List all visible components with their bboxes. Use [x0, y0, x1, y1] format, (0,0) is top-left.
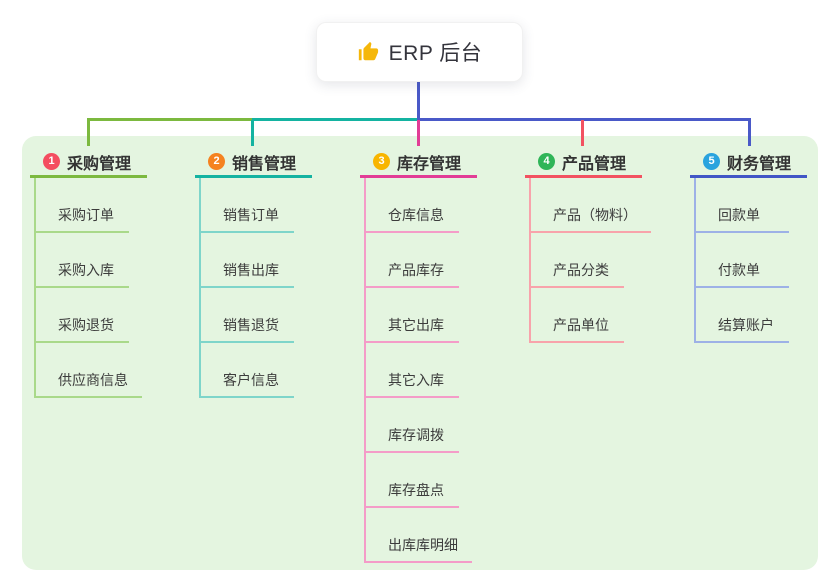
child-node[interactable]: 销售订单 — [199, 178, 294, 233]
branch-5: 5 财务管理回款单付款单结算账户 — [690, 148, 807, 343]
bus-line-segment-1 — [87, 118, 253, 121]
child-node-label: 产品单位 — [553, 317, 609, 333]
branch-node-label: 财务管理 — [727, 155, 792, 173]
child-node[interactable]: 采购订单 — [34, 178, 129, 233]
branch-node-label: 采购管理 — [67, 155, 132, 173]
child-node[interactable]: 回款单 — [694, 178, 789, 233]
branch-node[interactable]: 5 财务管理 — [690, 148, 807, 178]
child-node-label: 产品库存 — [388, 262, 444, 278]
child-node-label: 其它入库 — [388, 372, 444, 388]
thumbs-up-icon — [358, 41, 378, 61]
branch-children: 销售订单销售出库销售退货客户信息 — [199, 178, 312, 398]
child-node-label: 付款单 — [718, 262, 760, 278]
child-node-label: 销售退货 — [223, 317, 279, 333]
branch-2: 2 销售管理销售订单销售出库销售退货客户信息 — [195, 148, 312, 398]
child-node-label: 销售订单 — [223, 207, 279, 223]
branch-vertical-connector-line — [529, 178, 531, 343]
branch-drop-line-4 — [581, 120, 584, 146]
child-node-label: 供应商信息 — [58, 372, 128, 388]
branch-node[interactable]: 1 采购管理 — [30, 148, 147, 178]
root-node[interactable]: ERP 后台 — [316, 22, 523, 82]
child-node-label: 其它出库 — [388, 317, 444, 333]
branch-vertical-connector-line — [34, 178, 36, 398]
bus-line-segment-2 — [252, 118, 418, 121]
child-node-label: 客户信息 — [223, 372, 279, 388]
bus-line-segment-3 — [417, 118, 751, 121]
branch-children: 仓库信息产品库存其它出库其它入库库存调拨库存盘点出库库明细 — [364, 178, 477, 563]
branch-drop-line-3 — [417, 120, 420, 146]
child-node-label: 销售出库 — [223, 262, 279, 278]
branch-1: 1 采购管理采购订单采购入库采购退货供应商信息 — [30, 148, 147, 398]
root-node-label: ERP 后台 — [388, 42, 483, 65]
child-node-label: 库存调拨 — [388, 427, 444, 443]
child-node-label: 采购订单 — [58, 207, 114, 223]
child-node-label: 采购入库 — [58, 262, 114, 278]
branch-number-badge: 2 — [208, 153, 225, 170]
branches-background-panel — [22, 136, 818, 570]
child-node[interactable]: 产品（物料） — [529, 178, 651, 233]
branch-3: 3 库存管理仓库信息产品库存其它出库其它入库库存调拨库存盘点出库库明细 — [360, 148, 477, 563]
root-stem-line — [417, 82, 420, 119]
branch-children: 产品（物料） 产品分类产品单位 — [529, 178, 651, 343]
branch-children: 采购订单采购入库采购退货供应商信息 — [34, 178, 147, 398]
branch-vertical-connector-line — [364, 178, 366, 563]
child-node-label: 结算账户 — [718, 317, 774, 333]
child-node[interactable]: 销售退货 — [199, 288, 294, 343]
child-node[interactable]: 采购入库 — [34, 233, 129, 288]
child-node[interactable]: 客户信息 — [199, 343, 294, 398]
child-node-label: 回款单 — [718, 207, 760, 223]
child-node-label: 出库库明细 — [388, 537, 458, 553]
branch-node-label: 产品管理 — [562, 155, 627, 173]
child-node-label: 产品分类 — [553, 262, 609, 278]
branch-node-label: 销售管理 — [232, 155, 297, 173]
branch-drop-line-5 — [748, 120, 751, 146]
child-node[interactable]: 仓库信息 — [364, 178, 459, 233]
child-node[interactable]: 产品库存 — [364, 233, 459, 288]
branch-vertical-connector-line — [199, 178, 201, 398]
branch-number-badge: 3 — [373, 153, 390, 170]
child-node-label: 库存盘点 — [388, 482, 444, 498]
child-node[interactable]: 产品分类 — [529, 233, 624, 288]
child-node[interactable]: 库存调拨 — [364, 398, 459, 453]
branch-drop-line-1 — [87, 120, 90, 146]
branch-children: 回款单付款单结算账户 — [694, 178, 807, 343]
child-node-label: 仓库信息 — [388, 207, 444, 223]
branch-node[interactable]: 3 库存管理 — [360, 148, 477, 178]
child-node[interactable]: 其它出库 — [364, 288, 459, 343]
child-node[interactable]: 供应商信息 — [34, 343, 142, 398]
branch-node[interactable]: 4 产品管理 — [525, 148, 642, 178]
branch-node-label: 库存管理 — [397, 155, 462, 173]
child-node[interactable]: 出库库明细 — [364, 508, 472, 563]
child-node-label: 采购退货 — [58, 317, 114, 333]
branch-number-badge: 4 — [538, 153, 555, 170]
child-node[interactable]: 采购退货 — [34, 288, 129, 343]
branch-4: 4 产品管理产品（物料） 产品分类产品单位 — [525, 148, 651, 343]
branch-number-badge: 1 — [43, 153, 60, 170]
branch-vertical-connector-line — [694, 178, 696, 343]
child-node[interactable]: 付款单 — [694, 233, 789, 288]
child-node[interactable]: 销售出库 — [199, 233, 294, 288]
child-node[interactable]: 结算账户 — [694, 288, 789, 343]
child-node[interactable]: 其它入库 — [364, 343, 459, 398]
branch-drop-line-2 — [251, 120, 254, 146]
child-node[interactable]: 库存盘点 — [364, 453, 459, 508]
child-node-label: 产品（物料） — [553, 207, 637, 223]
branch-node[interactable]: 2 销售管理 — [195, 148, 312, 178]
branch-number-badge: 5 — [703, 153, 720, 170]
child-node[interactable]: 产品单位 — [529, 288, 624, 343]
